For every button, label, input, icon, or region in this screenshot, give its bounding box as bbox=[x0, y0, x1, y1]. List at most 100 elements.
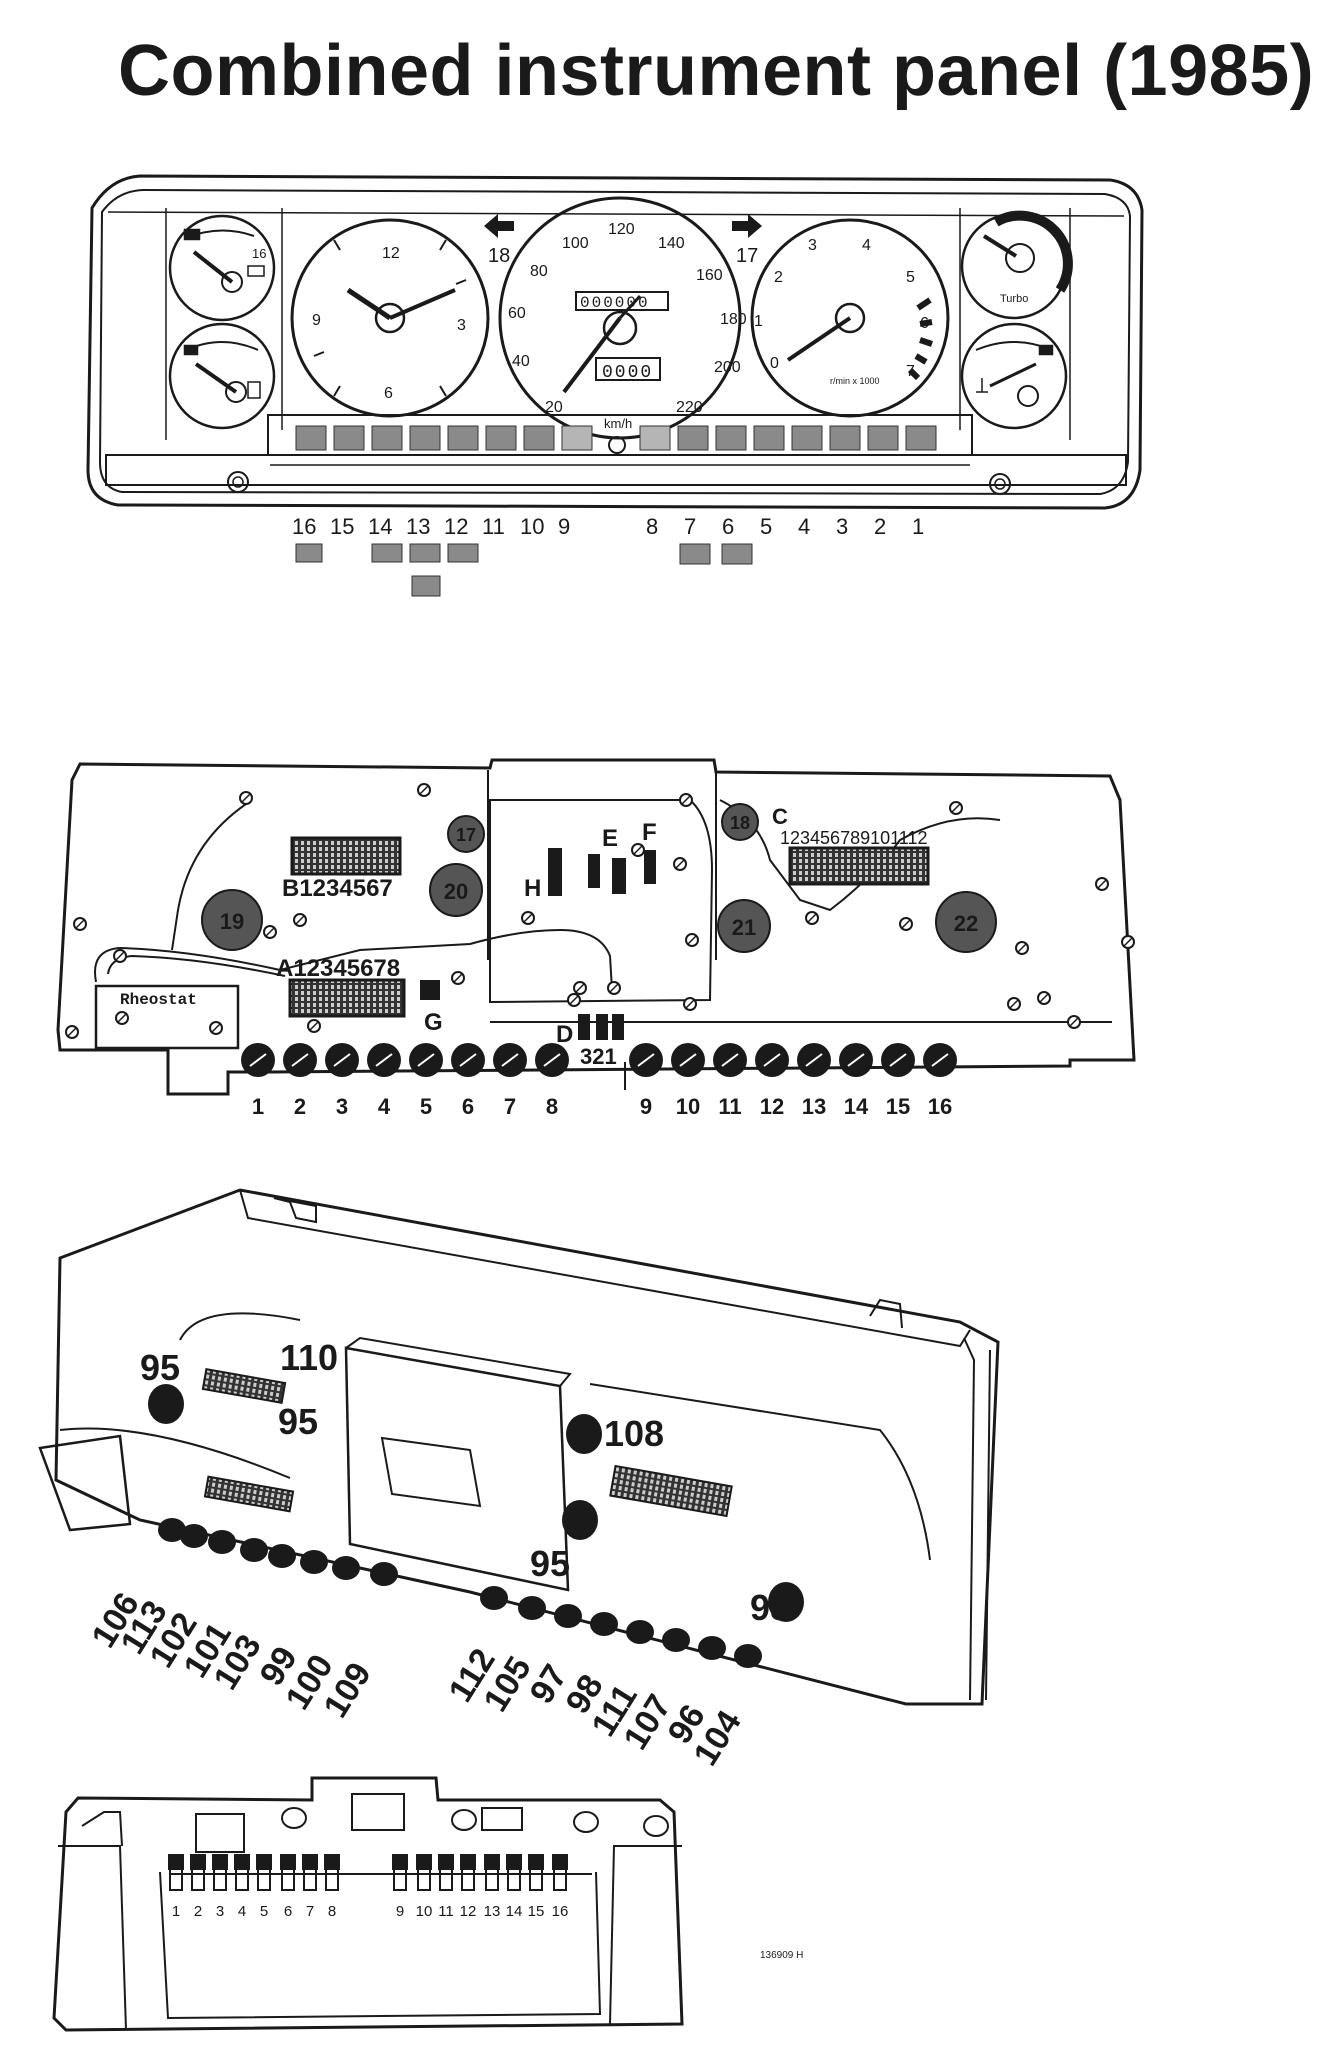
warning-lamp bbox=[333, 425, 365, 451]
bottom-bulb-number: 1 bbox=[172, 1903, 180, 1920]
perspective-callout: 95 bbox=[530, 1543, 570, 1584]
tacho-number: 0 bbox=[770, 355, 779, 372]
lamp-callout: 4 bbox=[798, 514, 810, 539]
bulb-holder bbox=[234, 1854, 250, 1870]
component-circle bbox=[768, 1582, 804, 1622]
speedo-number: 160 bbox=[696, 267, 723, 284]
bulb-holder bbox=[240, 1538, 268, 1562]
reference-code: 136909 H bbox=[760, 1950, 803, 1961]
fuel-gauge bbox=[168, 322, 276, 430]
bulb-holder bbox=[208, 1530, 236, 1554]
bottom-bulb-number: 12 bbox=[460, 1903, 477, 1920]
bulb-holder bbox=[552, 1854, 568, 1870]
connector-c bbox=[788, 846, 930, 886]
tachometer-gauge bbox=[750, 218, 950, 418]
speedo-number: 220 bbox=[676, 399, 703, 416]
lamp-callout: 12 bbox=[444, 514, 468, 539]
lamp-callout: 10 bbox=[520, 514, 544, 539]
clock-gauge bbox=[290, 218, 490, 418]
component-circle bbox=[447, 815, 485, 853]
bulb-holder bbox=[392, 1854, 408, 1870]
label-d: D bbox=[556, 1021, 573, 1048]
speedo-number: 80 bbox=[530, 263, 548, 280]
bulb-number: 6 bbox=[462, 1094, 474, 1119]
speedo-number: 180 bbox=[720, 311, 747, 328]
bulb-holder bbox=[734, 1644, 762, 1668]
tacho-number: 7 bbox=[906, 363, 915, 380]
component-number: 19 bbox=[220, 909, 244, 934]
bulb-holder bbox=[370, 1562, 398, 1586]
warning-lamp bbox=[485, 425, 517, 451]
perspective-callout: 95 bbox=[278, 1401, 318, 1442]
speedo-number: 40 bbox=[512, 353, 530, 370]
component-circle bbox=[566, 1414, 602, 1454]
bulb-holder bbox=[324, 1854, 340, 1870]
label-h: H bbox=[524, 875, 541, 902]
speedo-number: 120 bbox=[608, 221, 635, 238]
bulb-holder bbox=[268, 1544, 296, 1568]
bulb-holder bbox=[158, 1518, 186, 1542]
tacho-number: 3 bbox=[808, 237, 817, 254]
bulb-holder bbox=[190, 1854, 206, 1870]
bulb-holder bbox=[212, 1854, 228, 1870]
bulb-holder bbox=[518, 1596, 546, 1620]
warning-lamp bbox=[829, 425, 861, 451]
warning-lamp bbox=[715, 425, 747, 451]
clock-9: 9 bbox=[312, 312, 321, 329]
speedo-number: 140 bbox=[658, 235, 685, 252]
speedometer-gauge bbox=[498, 196, 742, 454]
bottom-view bbox=[52, 1776, 684, 2032]
lamp-callout: 3 bbox=[836, 514, 848, 539]
component-number: 21 bbox=[732, 915, 756, 940]
bulb-holder bbox=[626, 1620, 654, 1644]
bulb-holder bbox=[554, 1604, 582, 1628]
bulb-number: 12 bbox=[760, 1094, 784, 1119]
bulb-holder bbox=[662, 1628, 690, 1652]
bulb-holder bbox=[528, 1854, 544, 1870]
perspective-callout: 95 bbox=[140, 1347, 180, 1388]
bulb-holder bbox=[590, 1612, 618, 1636]
warning-lamp bbox=[867, 425, 899, 451]
arrow-left-icon bbox=[484, 214, 514, 238]
speedo-number: 20 bbox=[545, 399, 563, 416]
bulb-number: 11 bbox=[718, 1094, 741, 1119]
speedo-unit: km/h bbox=[604, 416, 632, 431]
warning-lamp bbox=[639, 425, 671, 451]
bulb-holder bbox=[168, 1854, 184, 1870]
rheostat-label: Rheostat bbox=[120, 991, 197, 1009]
lamp-callout: 16 bbox=[292, 514, 316, 539]
perspective-view bbox=[38, 1188, 1000, 1706]
tacho-number: 1 bbox=[754, 313, 763, 330]
connector-c-label: C bbox=[772, 804, 788, 829]
connector-b-label: B1234567 bbox=[282, 875, 393, 902]
component-circle bbox=[429, 863, 483, 917]
lamp-callout: 11 bbox=[482, 514, 505, 539]
connector-rear-lower bbox=[203, 1475, 295, 1513]
bottom-bulb-number: 2 bbox=[194, 1903, 202, 1920]
warning-lamp bbox=[905, 425, 937, 451]
component-circle bbox=[201, 889, 263, 951]
lamp-callout: 7 bbox=[684, 514, 696, 539]
speedo-number: 60 bbox=[508, 305, 526, 322]
perspective-callout: 110 bbox=[280, 1337, 338, 1378]
bulb-holder bbox=[438, 1854, 454, 1870]
component-circle bbox=[717, 899, 771, 953]
bulb-holder bbox=[180, 1524, 208, 1548]
bulb-holder bbox=[506, 1854, 522, 1870]
warning-lamp bbox=[295, 425, 327, 451]
arrow-left-number: 18 bbox=[488, 245, 510, 267]
plug-pins: 321 bbox=[580, 1044, 617, 1069]
lamp-callout: 6 bbox=[722, 514, 734, 539]
bulb-holder bbox=[698, 1636, 726, 1660]
component-circle bbox=[148, 1384, 184, 1424]
tacho-number: 4 bbox=[862, 237, 871, 254]
tacho-unit: r/min x 1000 bbox=[830, 376, 880, 386]
bottom-bulb-number: 7 bbox=[306, 1903, 314, 1920]
bulb-holder bbox=[460, 1854, 476, 1870]
label-e: E bbox=[602, 825, 618, 852]
page-title: Combined instrument panel (1985) bbox=[118, 31, 1315, 111]
temperature-gauge bbox=[960, 322, 1068, 430]
connector-c-pins: 123456789101112 bbox=[780, 828, 928, 848]
turbo-gauge bbox=[960, 210, 1073, 320]
bulb-number: 15 bbox=[886, 1094, 910, 1119]
